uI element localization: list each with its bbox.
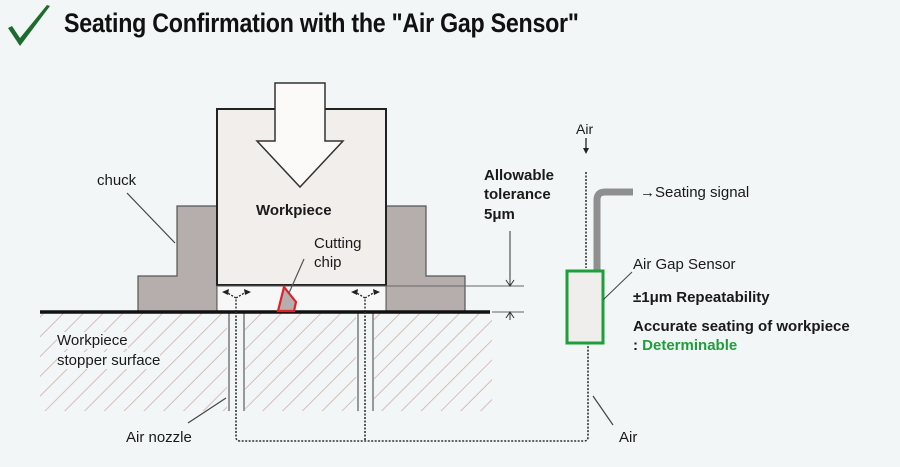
tolerance-label-1: Allowable xyxy=(484,167,555,184)
down-arrow-icon xyxy=(255,82,345,189)
chuck-left xyxy=(137,205,218,313)
repeatability-label: ±1μm Repeatability xyxy=(633,289,770,306)
air-gap-sensor xyxy=(565,269,633,345)
seating-signal-label: →Seating signal xyxy=(640,184,750,201)
chuck-right xyxy=(385,205,466,313)
cutting-chip-label-1: Cutting xyxy=(314,235,362,252)
workpiece-label: Workpiece xyxy=(256,202,332,219)
air-jet-right xyxy=(354,291,376,312)
air-jet-left xyxy=(225,291,247,312)
stopper-label-2: stopper surface xyxy=(57,352,161,370)
chuck-label: chuck xyxy=(97,172,137,189)
stopper-label-1: Workpiece xyxy=(57,332,128,350)
checkmark-icon xyxy=(8,5,50,46)
workpiece xyxy=(216,82,387,286)
air-line xyxy=(235,172,589,442)
air-top-label: Air xyxy=(576,121,594,137)
cutting-chip-label-2: chip xyxy=(314,254,342,271)
determinable-value: Determinable xyxy=(642,337,738,354)
tolerance-dimension xyxy=(505,231,515,320)
air-nozzle-label: Air nozzle xyxy=(126,429,192,446)
tolerance-label-2: tolerance xyxy=(484,186,551,203)
determinable-prefix: : xyxy=(633,337,643,354)
page-title: Seating Confirmation with the "Air Gap S… xyxy=(64,8,579,38)
tolerance-label-3: 5μm xyxy=(484,206,515,223)
accurate-seating-label: Accurate seating of workpiece xyxy=(633,318,850,335)
determinable-line: : Determinable xyxy=(633,337,737,354)
cutting-chip xyxy=(276,258,305,313)
air-bottom-label: Air xyxy=(619,429,638,446)
air-arrow-icon xyxy=(583,148,589,154)
sensor-name-label: Air Gap Sensor xyxy=(633,256,736,273)
signal-cable xyxy=(593,188,633,270)
